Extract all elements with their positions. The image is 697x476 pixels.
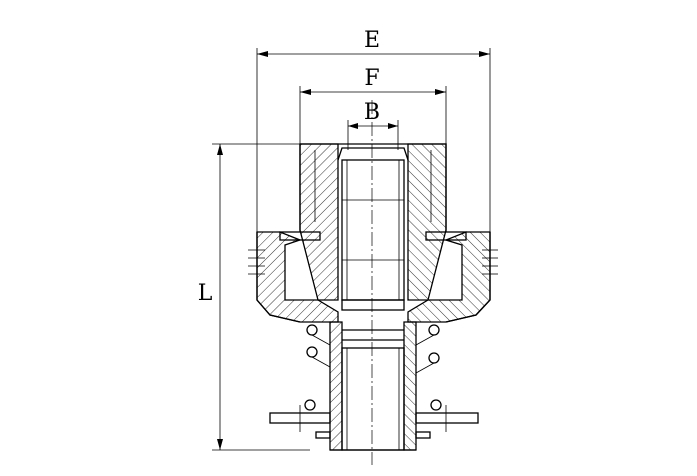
dimension-f: F — [299, 66, 447, 150]
spring — [304, 324, 442, 411]
dimension-l: L — [198, 143, 310, 451]
bolt-shank — [341, 159, 405, 301]
dimension-e: E — [256, 28, 491, 232]
lower-stem — [329, 321, 417, 451]
dimension-e-label: E — [364, 28, 380, 53]
bottom-flange — [269, 405, 479, 439]
nut-body — [299, 143, 447, 301]
housing-cup — [248, 231, 498, 323]
dimension-b: B — [347, 100, 399, 150]
washers — [279, 231, 467, 311]
dimension-l-label: L — [198, 281, 213, 306]
dimension-f-label: F — [364, 66, 379, 91]
